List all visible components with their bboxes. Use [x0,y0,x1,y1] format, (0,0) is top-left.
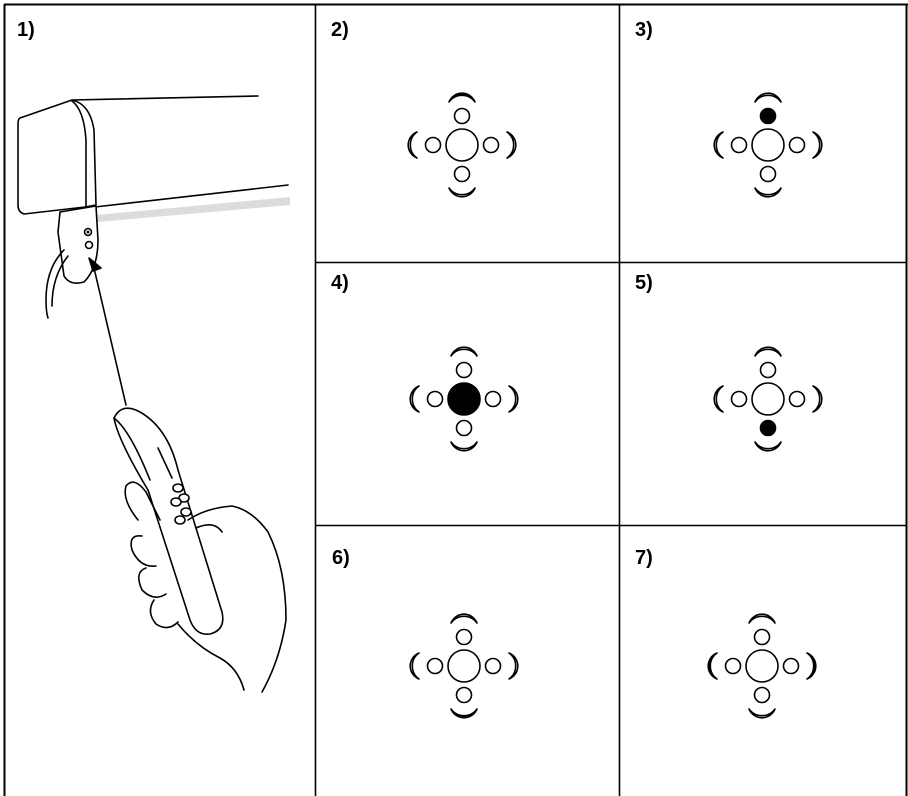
keypad-top-small-key [455,361,473,379]
keypad-left-arc-key [713,385,724,413]
keypad-top-arc-key [748,613,776,624]
panel-7-label: 7) [635,547,653,569]
keypad-left-arc-key [713,131,724,159]
keypad-bottom-arc-key [748,708,776,719]
keypad-left-arc-key [407,131,418,159]
keypad-left-arc-key [409,385,420,413]
keypad-bottom-arc-key [448,187,476,198]
keypad-panel-3 [713,92,823,198]
keypad-right-arc-key [812,385,823,413]
keypad-center-key [751,382,785,416]
keypad-panel-7 [707,613,817,719]
keypad-top-small-key [753,628,771,646]
keypad-left-small-key [724,657,742,675]
keypad-right-arc-key [508,652,519,680]
panel-6-label: 6) [332,547,350,569]
signal-arrow-line [93,267,127,406]
keypad-bottom-arc-key [754,187,782,198]
keypad-right-arc-key [812,131,823,159]
keypad-top-arc-key [450,613,478,624]
keypad-bottom-small-key [455,419,473,437]
keypad-right-small-key [484,390,502,408]
keypad-bottom-arc-key [450,708,478,719]
keypad-top-small-key [759,361,777,379]
keypad-right-arc-key [508,385,519,413]
keypad-right-small-key [482,136,500,154]
panel-1-label: 1) [17,19,35,41]
keypad-center-key [445,128,479,162]
cassette-end-cap [17,99,97,215]
signal-arrow-head [88,257,102,272]
remote-slot [157,447,173,479]
keypad-left-small-key [730,136,748,154]
receiver-bracket [57,205,99,284]
keypad-bottom-small-key [753,686,771,704]
keypad-top-arc-key [448,92,476,103]
remote-illustration [17,95,290,693]
receiver-sensor-icon [84,240,94,250]
keypad-bottom-small-key [759,165,777,183]
receiver-led-dot [86,230,90,234]
keypad-top-small-key [455,628,473,646]
keypad-bottom-small-key [455,686,473,704]
keypad-right-small-key [484,657,502,675]
keypad-right-small-key [788,136,806,154]
panel-3-label: 3) [635,19,653,41]
keypad-panel-2 [407,92,517,198]
keypad-left-small-key [424,136,442,154]
keypad-left-small-key [426,390,444,408]
keypad-right-small-key [782,657,800,675]
keypad-center-key [751,128,785,162]
cassette-shadow [96,197,290,222]
remote-body [113,407,224,636]
keypad-top-arc-key [754,346,782,357]
keypad-left-arc-key [707,652,718,680]
cassette-end-inner [71,100,87,207]
keypad-center-key [447,382,481,416]
keypad-top-small-key [759,107,777,125]
hand-outline [124,481,161,521]
cassette-bottom-edge [94,184,289,208]
keypad-top-arc-key [754,92,782,103]
keypad-right-arc-key [506,131,517,159]
keypad-bottom-arc-key [450,441,478,452]
keypad-right-small-key [788,390,806,408]
keypad-bottom-small-key [759,419,777,437]
panel-4-label: 4) [331,272,349,294]
keypad-bottom-arc-key [754,441,782,452]
panel-5-label: 5) [635,272,653,294]
keypad-center-key [447,649,481,683]
keypad-panel-5 [713,346,823,452]
keypad-panel-6 [409,613,519,719]
keypad-left-small-key [426,657,444,675]
panel-2-label: 2) [331,19,349,41]
keypad-left-small-key [730,390,748,408]
keypad-top-small-key [453,107,471,125]
keypad-center-key [745,649,779,683]
keypad-bottom-small-key [453,165,471,183]
cassette-top-edge [71,95,259,101]
keypad-right-arc-key [806,652,817,680]
keypad-left-arc-key [409,652,420,680]
keypad-panel-4 [409,346,519,452]
keypad-top-arc-key [450,346,478,357]
receiver-cable [45,249,65,319]
